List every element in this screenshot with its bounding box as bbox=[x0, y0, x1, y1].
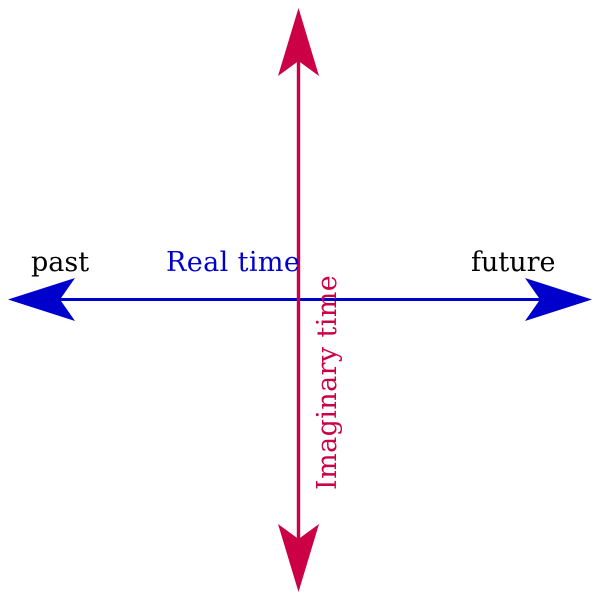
imaginary-time-label: Imaginary time bbox=[312, 274, 343, 490]
past-label: past bbox=[31, 247, 90, 278]
real-time-axis-left-arrowhead bbox=[8, 278, 75, 321]
future-label: future bbox=[471, 247, 556, 278]
imaginary-time-axis-top-arrowhead bbox=[278, 8, 319, 76]
imaginary-time-axis-bottom-arrowhead bbox=[278, 524, 319, 592]
real-time-label: Real time bbox=[166, 247, 301, 278]
imaginary-time-axis bbox=[278, 8, 319, 592]
real-time-axis-right-arrowhead bbox=[525, 278, 592, 321]
